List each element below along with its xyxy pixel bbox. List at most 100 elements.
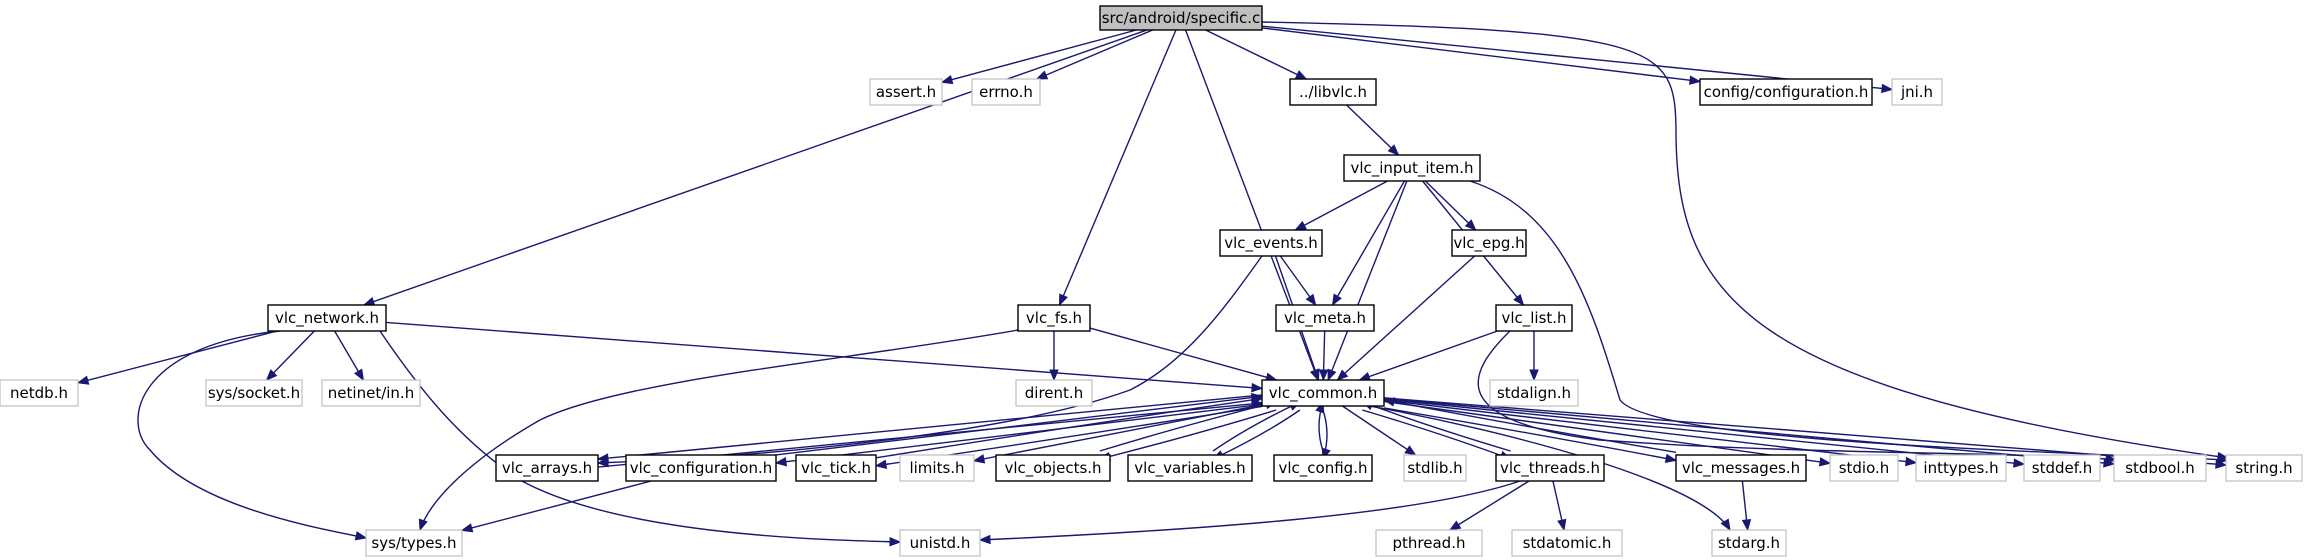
node-box xyxy=(205,379,303,407)
node-label: unistd.h xyxy=(910,534,971,552)
node-root[interactable]: src/android/specific.c xyxy=(1099,5,1263,31)
node-vlc-threads[interactable]: vlc_threads.h xyxy=(1495,454,1605,482)
edge-arrowhead xyxy=(596,453,609,463)
node-vlc-list[interactable]: vlc_list.h xyxy=(1495,304,1573,332)
node-configuration[interactable]: config/configuration.h xyxy=(1699,78,1873,106)
edge-arrowhead xyxy=(1251,382,1264,393)
node-box xyxy=(1495,454,1605,482)
node-box xyxy=(1891,78,1943,106)
edge-arrowhead xyxy=(1720,518,1731,532)
edge-vlc_common-to-stdlib xyxy=(1342,405,1417,456)
node-label: ../libvlc.h xyxy=(1299,83,1367,101)
edge-arrowhead xyxy=(1382,397,1396,407)
edge-arrowhead xyxy=(940,75,954,85)
node-vlc-configuration[interactable]: vlc_configuration.h xyxy=(625,454,777,482)
edge-vlc_network-to-netinet_in xyxy=(334,330,365,382)
node-vlc-epg[interactable]: vlc_epg.h xyxy=(1451,229,1527,257)
node-box xyxy=(2225,454,2303,482)
edge-arrowhead xyxy=(1664,453,1678,464)
node-vlc-input-item[interactable]: vlc_input_item.h xyxy=(1343,154,1481,182)
edge-line xyxy=(1362,401,1511,452)
node-sys-types: sys/types.h xyxy=(365,529,463,557)
node-label: string.h xyxy=(2235,459,2292,477)
node-label: stdalign.h xyxy=(1497,384,1571,402)
edge-line xyxy=(1089,327,1277,381)
node-vlc-network[interactable]: vlc_network.h xyxy=(267,304,387,332)
edge-arrowhead xyxy=(972,454,986,464)
node-box xyxy=(1375,529,1483,557)
edge-root-to-libvlc xyxy=(1205,29,1308,80)
node-netdb: netdb.h xyxy=(0,379,79,407)
node-vlc-config[interactable]: vlc_config.h xyxy=(1273,454,1373,482)
edge-root-to-vlc_fs xyxy=(1058,29,1177,307)
edge-line xyxy=(775,395,1263,456)
node-vlc-common[interactable]: vlc_common.h xyxy=(1261,379,1385,407)
edge-arrowhead xyxy=(1689,75,1702,85)
node-vlc-objects[interactable]: vlc_objects.h xyxy=(995,454,1111,482)
edge-line xyxy=(1212,409,1301,460)
edge-vlc_input_item-to-vlc_meta xyxy=(1331,180,1406,307)
edge-root-to-configuration xyxy=(1261,27,1702,85)
node-box xyxy=(1675,454,1807,482)
edge-libvlc-to-vlc_input_item xyxy=(1346,104,1400,156)
node-vlc-tick[interactable]: vlc_tick.h xyxy=(795,454,877,482)
node-box xyxy=(0,379,79,407)
node-vlc-variables[interactable]: vlc_variables.h xyxy=(1127,454,1253,482)
edge-line xyxy=(1261,27,1701,83)
node-box xyxy=(1829,454,1899,482)
edge-arrowhead xyxy=(1294,70,1308,80)
edge-line xyxy=(1261,21,2229,459)
edge-line xyxy=(1383,407,1677,462)
edge-arrowhead xyxy=(1310,368,1320,382)
node-stddef: stddef.h xyxy=(2023,454,2101,482)
edge-vlc_threads-to-stdatomic xyxy=(1552,480,1567,532)
node-label: vlc_configuration.h xyxy=(630,459,773,478)
edge-arrowhead xyxy=(2215,459,2228,469)
node-box xyxy=(365,529,463,557)
node-box xyxy=(1403,454,1467,482)
edge-arrowhead xyxy=(1305,293,1317,307)
edge-vlc_common-to-vlc_arrays xyxy=(596,394,1263,463)
edge-vlc_common-to-stdbool xyxy=(1383,397,2116,468)
edge-line xyxy=(775,403,1263,464)
edge-vlc_configuration-to-sys_types xyxy=(460,480,652,533)
edge-vlc_network-to-vlc_common xyxy=(385,321,1264,393)
edge-arrowhead xyxy=(1881,83,1894,94)
node-stdlib: stdlib.h xyxy=(1403,454,1467,482)
edge-vlc_fs-to-sys_types xyxy=(418,329,1019,532)
edge-arrowhead xyxy=(2217,454,2230,465)
node-dirent: dirent.h xyxy=(1015,379,1093,407)
node-box xyxy=(1343,154,1481,182)
edge-arrowhead xyxy=(418,518,428,532)
node-vlc-meta[interactable]: vlc_meta.h xyxy=(1275,304,1375,332)
edge-line xyxy=(979,480,1521,541)
edge-arrowhead xyxy=(1464,219,1477,231)
edge-line xyxy=(941,29,1137,83)
node-label: sys/socket.h xyxy=(208,384,300,402)
edge-line xyxy=(1383,399,1917,464)
edge-line xyxy=(597,394,1263,460)
edge-root-to-vlc_network xyxy=(362,29,1148,306)
edge-vlc_common-to-string xyxy=(1383,397,2228,469)
node-box xyxy=(899,529,981,557)
node-vlc-arrays[interactable]: vlc_arrays.h xyxy=(495,454,599,482)
node-pthread: pthread.h xyxy=(1375,529,1483,557)
node-vlc-messages[interactable]: vlc_messages.h xyxy=(1675,454,1807,482)
node-libvlc[interactable]: ../libvlc.h xyxy=(1289,78,1377,106)
node-label: stdbool.h xyxy=(2125,459,2195,477)
edge-line xyxy=(1383,399,1677,454)
edge-line xyxy=(1424,180,1477,231)
node-vlc-fs[interactable]: vlc_fs.h xyxy=(1017,304,1091,332)
node-label: vlc_meta.h xyxy=(1284,309,1366,328)
edge-arrowhead xyxy=(354,531,368,541)
node-vlc-events[interactable]: vlc_events.h xyxy=(1219,229,1323,257)
edge-arrowhead xyxy=(1331,293,1342,307)
edge-vlc_network-to-netdb xyxy=(76,330,278,385)
edge-arrowhead xyxy=(1404,445,1417,456)
edge-arrowhead xyxy=(1358,372,1372,381)
edge-vlc_list-to-stdalign xyxy=(1529,330,1539,382)
node-label: vlc_messages.h xyxy=(1682,459,1800,478)
edge-vlc_events-to-vlc_meta xyxy=(1279,255,1317,307)
